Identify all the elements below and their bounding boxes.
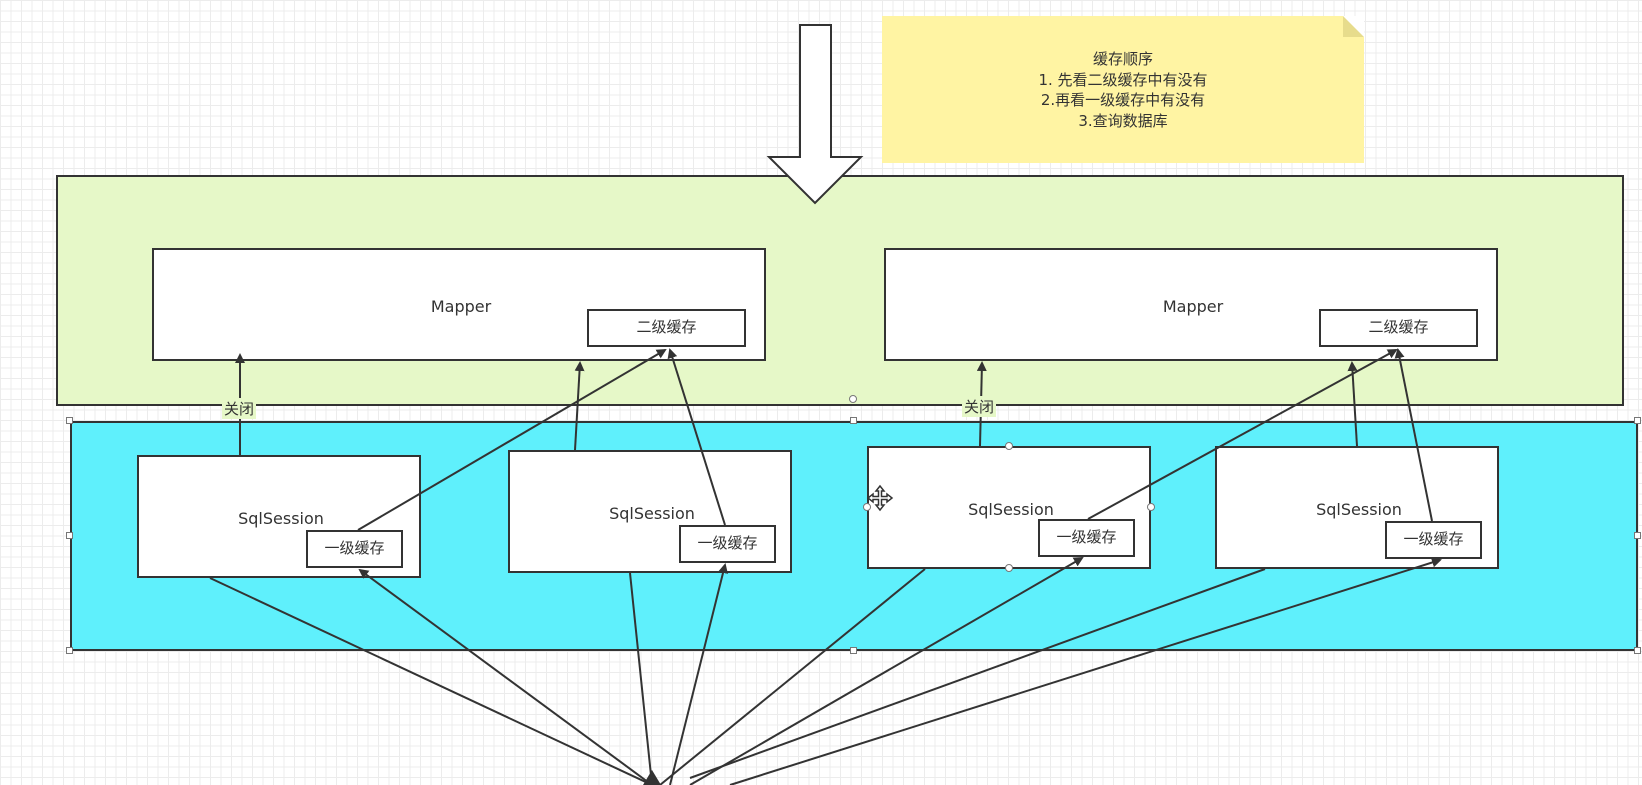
first-level-cache-2[interactable]: 一级缓存 (679, 525, 776, 563)
move-icon (866, 484, 894, 512)
second-level-cache-1[interactable]: 二级缓存 (587, 309, 746, 347)
arrow-session3-to-l2[interactable] (1087, 349, 1398, 520)
arrow-to-bottom-1[interactable] (209, 577, 653, 785)
note-line-3: 3.查询数据库 (1078, 111, 1168, 130)
arrow-bottom-to-cache3[interactable] (689, 556, 1084, 785)
arrow-bottom-to-cache2[interactable] (669, 563, 728, 785)
close-label-1: 关闭 (222, 398, 257, 419)
note-fold (1343, 16, 1364, 37)
note-line-1: 1. 先看二级缓存中有没有 (1038, 70, 1208, 89)
arrow-to-bottom-4[interactable] (689, 568, 1266, 779)
arrow-bottom-to-cache1[interactable] (358, 568, 653, 785)
arrow-session1-to-l2[interactable] (357, 348, 667, 531)
first-level-cache-1[interactable]: 一级缓存 (306, 530, 403, 568)
sqlsession-label: SqlSession (238, 509, 324, 528)
big-down-arrow[interactable] (766, 24, 864, 205)
sqlsession-box-4[interactable]: SqlSession (1215, 446, 1499, 569)
cache-order-note[interactable]: 缓存顺序 1. 先看二级缓存中有没有 2.再看一级缓存中有没有 3.查询数据库 (882, 16, 1364, 163)
mapper-label: Mapper (430, 297, 492, 316)
resize-handle-ml[interactable] (66, 532, 73, 539)
mapper-label: Mapper (1162, 297, 1224, 316)
note-line-2: 2.再看一级缓存中有没有 (1040, 91, 1206, 109)
arrow-to-bottom-3[interactable] (659, 568, 926, 785)
note-title: 缓存顺序 (1092, 50, 1153, 68)
connection-point[interactable] (863, 503, 871, 511)
arrow-bottom-to-cache4[interactable] (729, 557, 1442, 785)
resize-handle-bl[interactable] (66, 647, 73, 654)
sqlsession-label: SqlSession (1316, 500, 1402, 519)
resize-handle-mr[interactable] (1634, 532, 1641, 539)
resize-handle-tl[interactable] (66, 417, 73, 424)
arrow-session4-to-mapper2[interactable] (1347, 361, 1358, 447)
resize-handle-tm[interactable] (850, 417, 857, 424)
second-level-cache-2[interactable]: 二级缓存 (1319, 309, 1478, 347)
resize-handle-bm[interactable] (850, 647, 857, 654)
arrow-session2-cache-to-l2[interactable] (667, 348, 726, 526)
resize-handle-tr[interactable] (1634, 417, 1641, 424)
close-label-2: 关闭 (962, 396, 997, 417)
bottom-arrowhead (643, 770, 661, 785)
connection-point[interactable] (1005, 442, 1013, 450)
resize-handle-br[interactable] (1634, 647, 1641, 654)
first-level-cache-4[interactable]: 一级缓存 (1385, 521, 1482, 559)
first-level-cache-3[interactable]: 一级缓存 (1038, 519, 1135, 557)
arrow-session4-cache-to-l2[interactable] (1394, 348, 1433, 522)
connection-point[interactable] (1147, 503, 1155, 511)
arrow-to-bottom-2[interactable] (629, 572, 653, 785)
sqlsession-label: SqlSession (968, 500, 1054, 519)
rotate-handle[interactable] (849, 395, 857, 403)
connection-point[interactable] (1005, 564, 1013, 572)
arrow-session2-to-mapper1[interactable] (574, 361, 585, 451)
sqlsession-box-1[interactable]: SqlSession (137, 455, 421, 578)
sqlsession-label: SqlSession (609, 504, 695, 523)
